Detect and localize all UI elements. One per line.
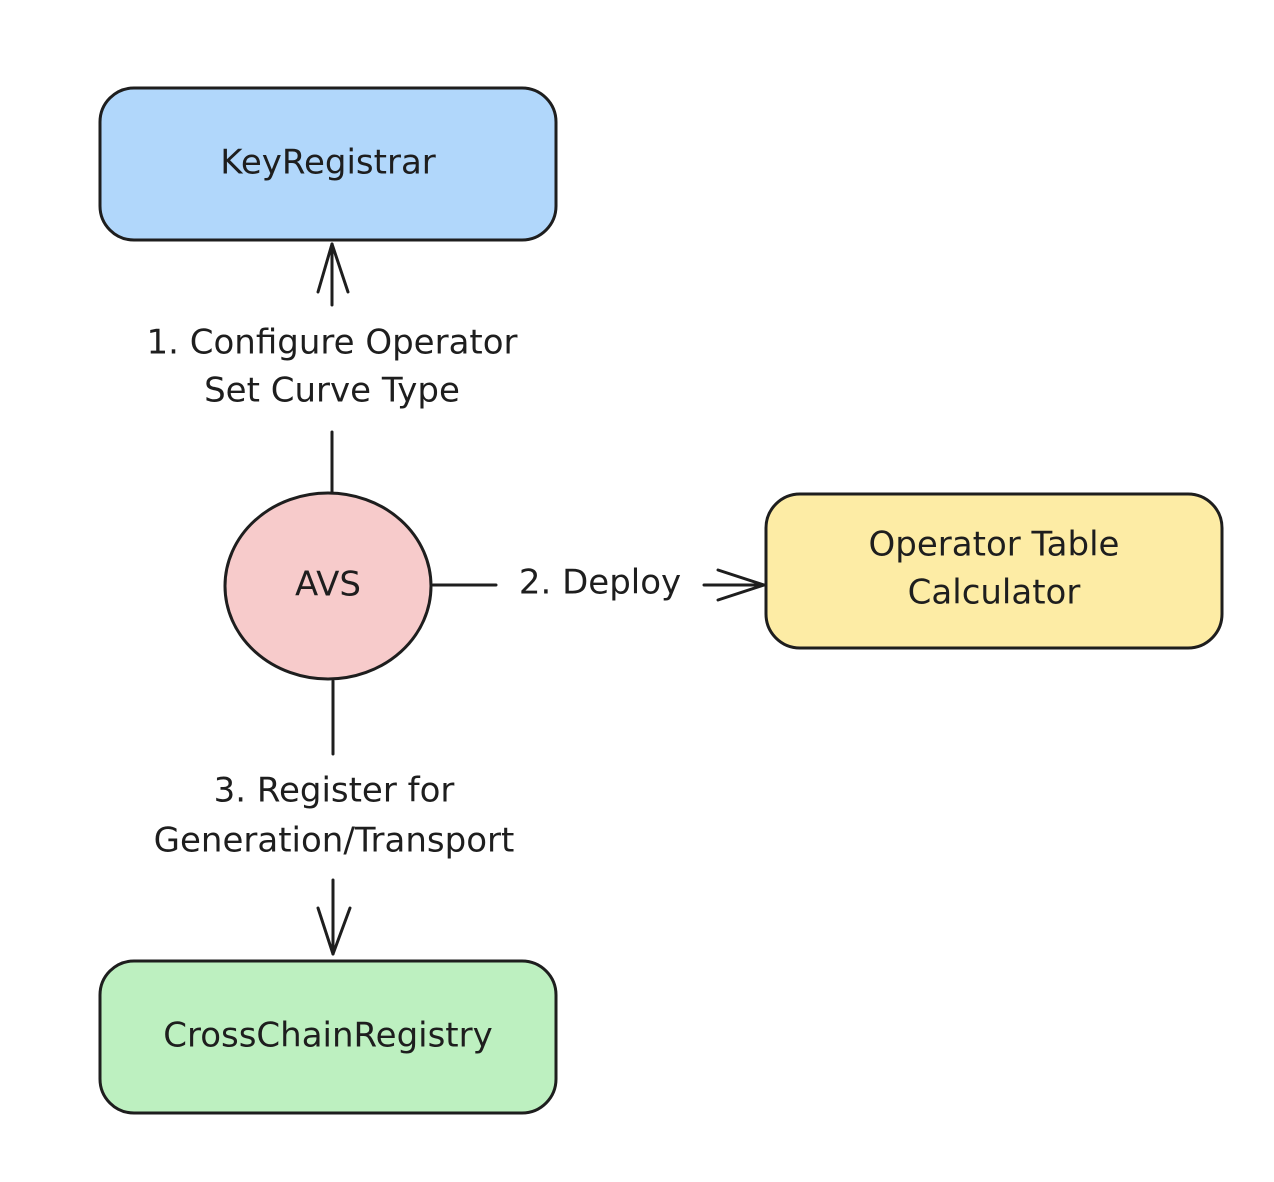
avs-node: AVS	[223, 491, 433, 681]
avs-ellipse	[223, 491, 433, 681]
configure-arrowhead	[316, 242, 350, 294]
operator-table-calculator-node: Operator Table Calculator	[764, 492, 1224, 650]
operator-table-calculator-box	[764, 492, 1224, 650]
deploy-edge: 2. Deploy	[431, 563, 766, 603]
key-registrar-label: KeyRegistrar	[220, 143, 436, 183]
key-registrar-box	[98, 86, 558, 242]
cross-chain-registry-box	[98, 959, 558, 1115]
key-registrar-node: KeyRegistrar	[98, 86, 558, 242]
operator-table-calculator-label-line-2: Calculator	[908, 573, 1081, 613]
cross-chain-registry-label: CrossChainRegistry	[163, 1016, 493, 1056]
register-edge: 3. Register for Generation/Transport	[154, 679, 515, 956]
deploy-edge-label: 2. Deploy	[519, 563, 681, 603]
avs-label: AVS	[295, 565, 361, 605]
register-edge-label-line-2: Generation/Transport	[154, 821, 515, 861]
configure-edge: 1. Configure Operator Set Curve Type	[146, 242, 518, 494]
configure-edge-label-line-2: Set Curve Type	[204, 371, 460, 411]
register-arrowhead	[316, 906, 352, 956]
cross-chain-registry-node: CrossChainRegistry	[98, 959, 558, 1115]
deploy-arrowhead	[716, 568, 766, 602]
register-edge-label-line-1: 3. Register for	[214, 771, 455, 811]
configure-edge-label-line-1: 1. Configure Operator	[146, 323, 517, 363]
operator-table-calculator-label-line-1: Operator Table	[869, 525, 1120, 565]
